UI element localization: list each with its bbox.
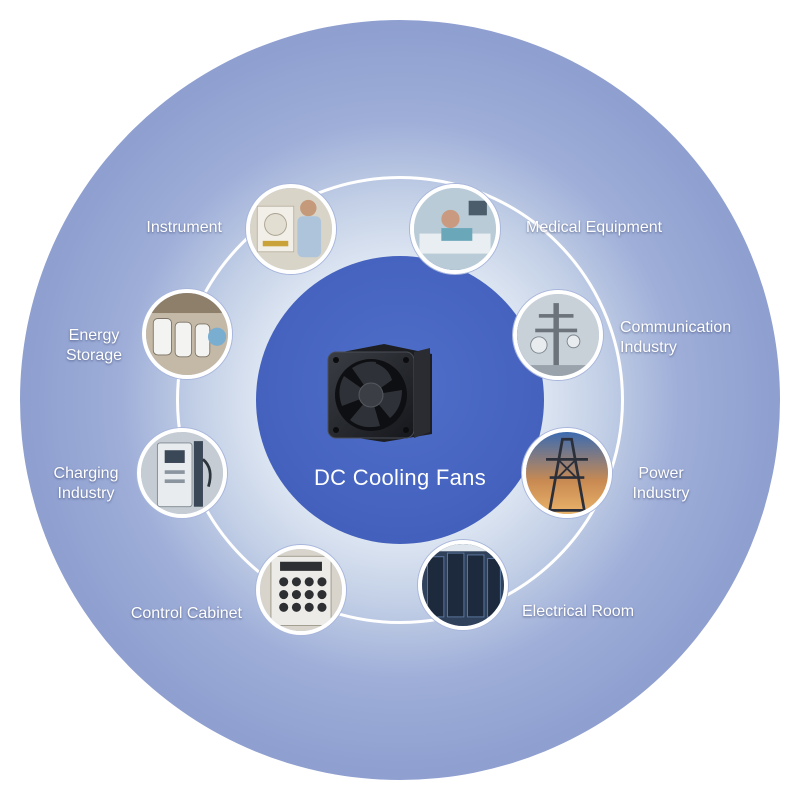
label-energy-line-1: Energy xyxy=(68,327,120,344)
cabinet-icon xyxy=(260,549,342,631)
label-instrument: Instrument xyxy=(110,218,222,238)
node-communication xyxy=(513,290,603,380)
power-tower-icon xyxy=(526,432,608,514)
battery-icon xyxy=(146,293,228,375)
label-power-line-2: Industry xyxy=(632,485,690,502)
label-control: Control Cabinet xyxy=(100,604,242,624)
antenna-icon xyxy=(517,294,599,376)
node-instrument xyxy=(246,184,336,274)
charger-icon xyxy=(141,432,223,514)
label-electrical: Electrical Room xyxy=(522,602,672,622)
label-communication-line-2: Industry xyxy=(620,339,677,356)
node-energy xyxy=(142,289,232,379)
label-power: Power Industry xyxy=(615,464,707,504)
label-energy: Energy Storage xyxy=(56,326,132,366)
node-power xyxy=(522,428,612,518)
label-charging-line-2: Industry xyxy=(57,485,115,502)
label-instrument-line-1: Instrument xyxy=(146,219,222,236)
node-control xyxy=(256,545,346,635)
node-electrical xyxy=(418,540,508,630)
label-power-line-1: Power xyxy=(638,465,684,482)
label-communication: Communication Industry xyxy=(620,318,780,358)
label-charging: Charging Industry xyxy=(38,464,134,504)
label-control-line-1: Control Cabinet xyxy=(130,605,242,622)
center-title: DC Cooling Fans xyxy=(313,465,486,490)
node-medical xyxy=(410,184,500,274)
label-medical-line-1: Medical Equipment xyxy=(526,219,663,236)
label-charging-line-1: Charging xyxy=(53,465,119,482)
fan-icon xyxy=(327,344,432,442)
label-communication-line-1: Communication xyxy=(620,319,732,336)
node-charging xyxy=(137,428,227,518)
label-energy-line-2: Storage xyxy=(65,347,123,364)
label-medical: Medical Equipment xyxy=(526,218,706,238)
label-electrical-line-1: Electrical Room xyxy=(522,603,635,620)
server-rack-icon xyxy=(422,544,504,626)
medical-icon xyxy=(414,188,496,270)
connector-ring xyxy=(176,176,624,624)
instrument-icon xyxy=(250,188,332,270)
